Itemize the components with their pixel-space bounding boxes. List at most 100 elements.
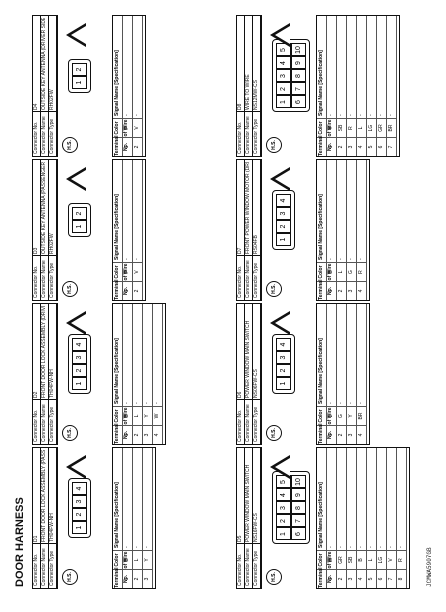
connector-header-key: Connector Name: [41, 111, 48, 154]
connector-header-key: Connector Name: [245, 255, 252, 298]
connector-header-value: D6: [237, 391, 243, 398]
terminal-no-cell: 2: [133, 425, 142, 444]
connector-pin: 1: [72, 220, 87, 233]
wire-color-cell: BR: [357, 406, 366, 425]
connector-header-value: D2: [33, 391, 39, 398]
connector-header-key: Connector Type: [253, 543, 260, 586]
wire-color-cell: P: [123, 262, 132, 281]
hs-badge: H.S.: [62, 281, 78, 297]
signal-name-cell: -: [328, 546, 334, 548]
signal-name-cell: -: [144, 402, 150, 404]
terminal-no-cell: 2: [337, 569, 346, 588]
connector-header-value: OUTSIDE KEY ANTENNA (PASSENGER SIDE): [41, 162, 47, 254]
connector-pin: 4: [276, 194, 291, 207]
connector-pin: 2: [276, 220, 291, 233]
terminal-no-cell: 7: [387, 569, 396, 588]
connector-pin: 4: [72, 338, 87, 351]
connector-pin: 7: [291, 82, 306, 96]
signal-name-cell: -: [328, 114, 334, 116]
connector-header-value: NS16FW-CS: [253, 513, 259, 542]
connector-header-key: Connector No.: [237, 111, 244, 154]
connector-header-key: Connector Name: [41, 543, 48, 586]
terminal-no-cell: 1: [327, 569, 336, 588]
wire-color-cell: L: [133, 406, 142, 425]
signal-name-cell: -: [368, 546, 374, 548]
wire-color-cell: L: [357, 118, 366, 137]
connector-pin: 1: [276, 377, 291, 390]
terminal-no-cell: 7: [387, 137, 396, 156]
terminal-no-cell: 2: [337, 281, 346, 300]
signal-name-cell: -: [348, 258, 354, 260]
terminal-no-cell: 2: [337, 137, 346, 156]
connector-pin: 3: [72, 495, 87, 508]
terminal-no-cell: 5: [367, 569, 376, 588]
wire-color-cell: Y: [143, 550, 152, 569]
wire-color-cell: SB: [337, 118, 346, 137]
connector-pin: 2: [276, 514, 291, 528]
signal-name-header: Signal Name [Specification]: [318, 338, 324, 404]
signal-name-header: Signal Name [Specification]: [114, 50, 120, 116]
connector-header-value: POWER WINDOW MAIN SWITCH: [245, 464, 251, 542]
signal-name-cell: -: [398, 546, 404, 548]
connector-symbol-inner-icon: [275, 314, 290, 332]
connector-header-value: NS06FW-CS: [253, 369, 259, 398]
connector-pin: 1: [72, 377, 87, 390]
connector-header-key: Connector Type: [253, 255, 260, 298]
connector-pin: 3: [276, 207, 291, 220]
signal-name-cell: -: [338, 402, 344, 404]
signal-name-cell: -: [134, 546, 140, 548]
connector-header-row: Connector No.D4: [33, 16, 41, 156]
terminal-no-cell: 2: [133, 137, 142, 156]
terminal-no-header: Terminal No.: [113, 279, 129, 300]
wire-color-cell: LG: [367, 118, 376, 137]
signal-name-header: Signal Name [Specification]: [318, 482, 324, 548]
terminal-no-cell: 6: [377, 569, 386, 588]
connector-header-row: Connector No.D1: [33, 448, 41, 588]
connector-header-value: D4: [33, 103, 39, 110]
connector-header-key: Connector Type: [49, 255, 56, 298]
connector-symbol-inner-icon: [275, 26, 290, 44]
connector-pin: 2: [72, 207, 87, 220]
connector-pin: 2: [72, 508, 87, 521]
connector-pin: 3: [276, 69, 291, 83]
terminal-no-cell: 4: [357, 281, 366, 300]
signal-name-cell: -: [348, 546, 354, 548]
terminal-no-header: Terminal No.: [317, 423, 333, 444]
connector-header-value: D8: [237, 103, 243, 110]
signal-name-cell: -: [378, 114, 384, 116]
connector-pin: 1: [72, 521, 87, 534]
signal-name-cell: -: [124, 402, 130, 404]
connector-pin: 3: [72, 351, 87, 364]
color-of-wire-header: Color of Wire: [317, 118, 333, 137]
terminal-no-cell: 3: [347, 569, 356, 588]
connector-pin: 4: [276, 338, 291, 351]
wire-color-cell: L: [327, 406, 336, 425]
connector-header-row: Connector No.D3: [33, 160, 41, 300]
wire-color-cell: B: [123, 550, 132, 569]
